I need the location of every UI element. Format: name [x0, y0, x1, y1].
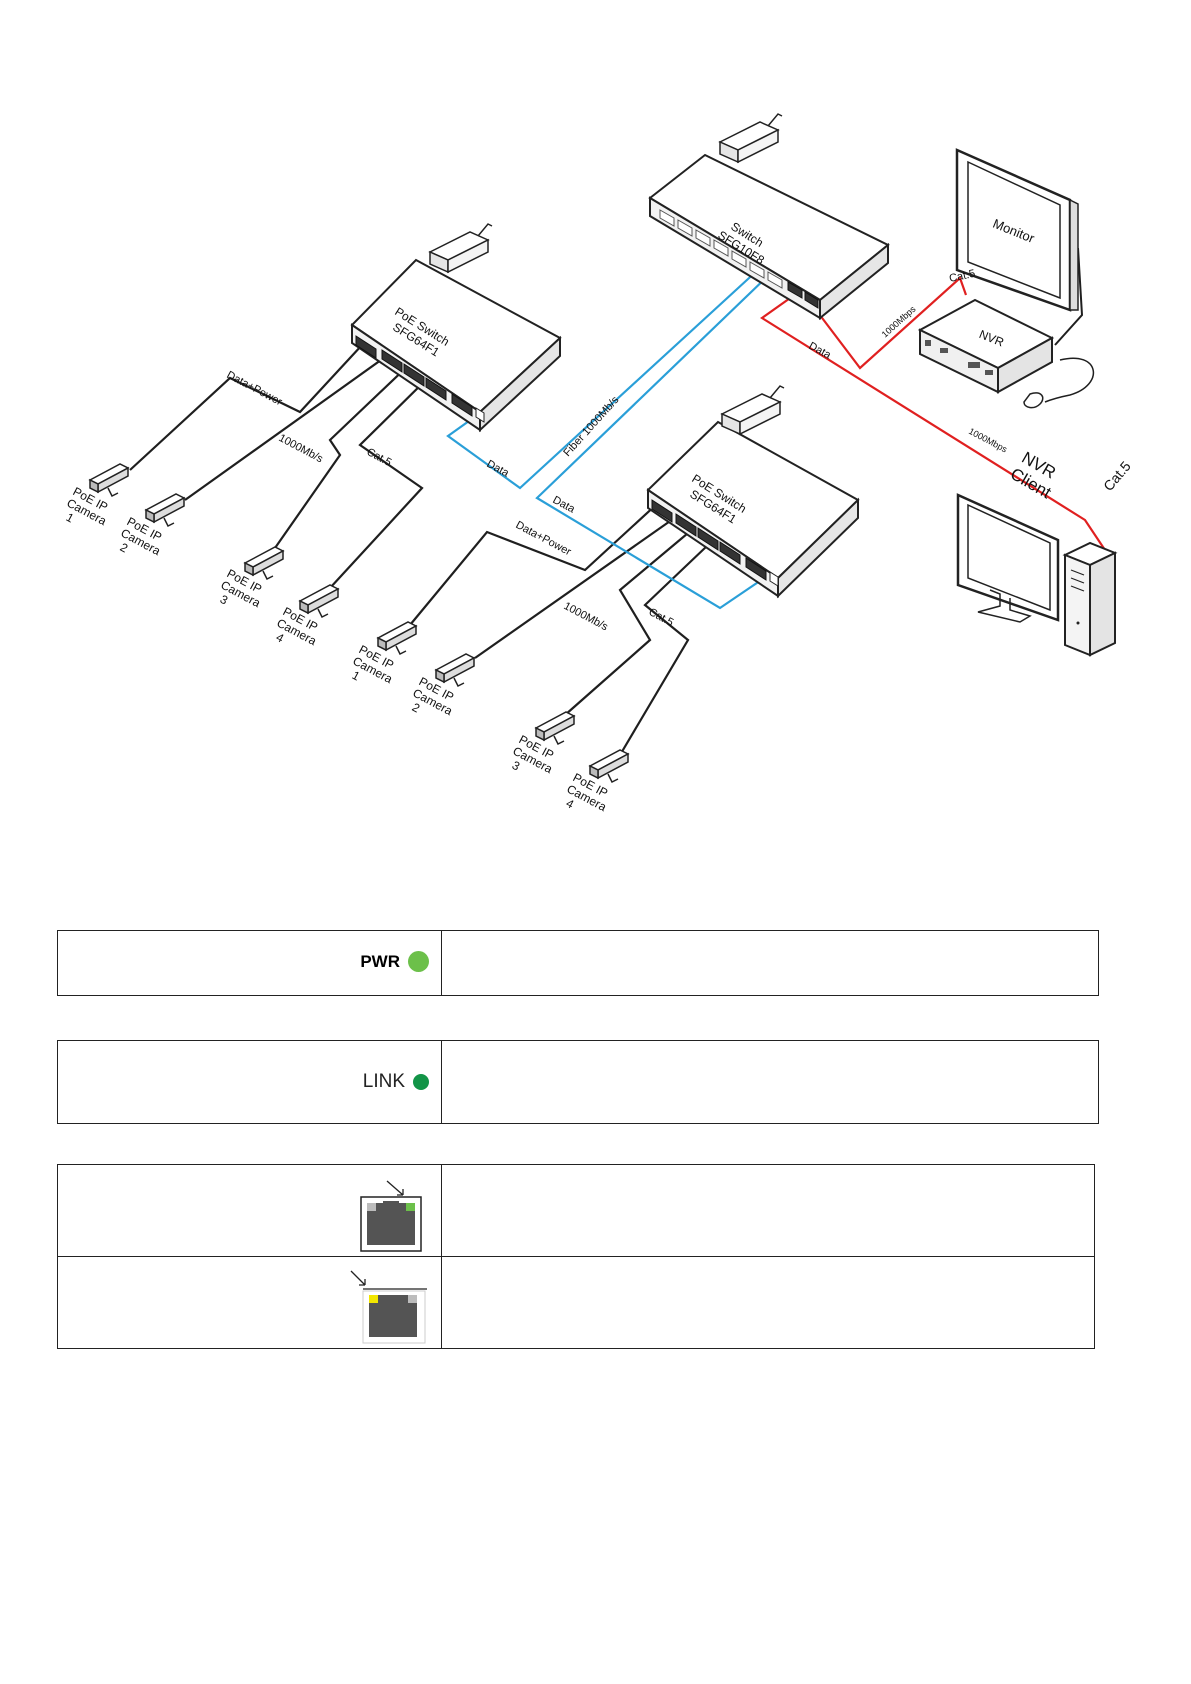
cable-left-cam1 [129, 344, 363, 471]
nvr-device: NVR [917, 298, 1055, 409]
cable-left-cam2 [184, 354, 389, 501]
label-cat5-right: Cat.5 [647, 606, 676, 629]
port-speed-led-icon [369, 1295, 378, 1303]
svg-text:4: 4 [274, 630, 287, 646]
cable-left-cam3 [274, 361, 413, 549]
mouse-icon [1023, 392, 1044, 409]
label-speed-right: 1000Mb/s [562, 600, 611, 634]
camera-left-1 [89, 463, 129, 497]
link-led-icon [413, 1074, 429, 1090]
camera-right-2 [435, 653, 475, 687]
camera-left-4 [299, 584, 339, 618]
label-speed-left: 1000Mb/s [277, 432, 326, 466]
camera-right-1 [377, 621, 417, 655]
core-switch: Switch SFG10F8 [648, 153, 890, 321]
label-data-power-left: Data+Power [225, 369, 285, 408]
poe-switch-left: PoE Switch SFG64F1 [350, 258, 562, 433]
cable-right-cam2 [474, 511, 684, 659]
cable-right-cam1 [409, 502, 659, 626]
monitor: Monitor [955, 148, 1079, 312]
svg-text:4: 4 [564, 796, 577, 812]
cable-monitor-nvr [1054, 247, 1084, 346]
svg-text:3: 3 [510, 758, 523, 774]
rj45-port-speed-icon [350, 1270, 427, 1344]
link-led-cell: LINK [57, 1040, 442, 1124]
camera-right-4 [589, 749, 629, 783]
cable-right-cam4 [619, 525, 729, 756]
camera-left-2 [145, 493, 185, 527]
port-led-table [57, 1164, 1095, 1349]
pwr-led-cell: PWR [57, 930, 442, 996]
cable-left-cam4 [329, 369, 437, 589]
pwr-led-icon [408, 951, 429, 972]
pwr-description-cell [441, 930, 1099, 996]
network-topology-diagram: PoE Switch SFG64F1 PoE Switch SFG64F1 [64, 113, 1134, 814]
pwr-label: PWR [360, 951, 400, 971]
pwr-led-table: PWR [57, 930, 1099, 996]
label-data-red: Data [807, 340, 834, 362]
label-data-left: Data [485, 458, 512, 480]
label-cat5-nvr: Cat.5 [948, 268, 976, 285]
cables [129, 247, 1108, 756]
label-cat5-client: Cat.5 [1100, 458, 1134, 494]
rj45-port-link-icon [360, 1180, 422, 1252]
link-description-cell [441, 1040, 1099, 1124]
poe-switch-right: PoE Switch SFG64F1 [646, 420, 860, 599]
power-adapter-right [721, 385, 785, 435]
port-link-led-cell [57, 1164, 442, 1257]
svg-text:2: 2 [410, 700, 423, 716]
port-speed-led-cell [57, 1256, 442, 1349]
port-link-description-cell [441, 1164, 1095, 1257]
power-adapter-core [719, 113, 783, 163]
cable-nvr-mouse [1044, 357, 1095, 403]
power-adapter-left [429, 223, 493, 273]
cable-red-client [760, 295, 1108, 554]
cable-right-cam3 [564, 517, 707, 716]
label-data-power-right: Data+Power [514, 519, 574, 558]
link-led-table: LINK [57, 1040, 1099, 1124]
label-cat5-left: Cat.5 [365, 446, 394, 469]
cable-red-nvr [809, 276, 968, 370]
port-speed-description-cell [441, 1256, 1095, 1349]
cable-blue-left-data [446, 267, 761, 490]
svg-text:1: 1 [350, 668, 363, 684]
svg-text:3: 3 [218, 592, 231, 608]
port-link-led-icon [406, 1203, 415, 1211]
svg-text:2: 2 [118, 540, 131, 556]
nvr-client-pc: NVR Client [956, 448, 1118, 657]
label-data-right: Data [551, 494, 578, 516]
svg-text:1: 1 [64, 510, 77, 526]
camera-left-3 [244, 546, 284, 580]
link-label: LINK [362, 1071, 405, 1092]
cable-blue-fiber [535, 271, 774, 610]
camera-right-3 [535, 711, 575, 745]
